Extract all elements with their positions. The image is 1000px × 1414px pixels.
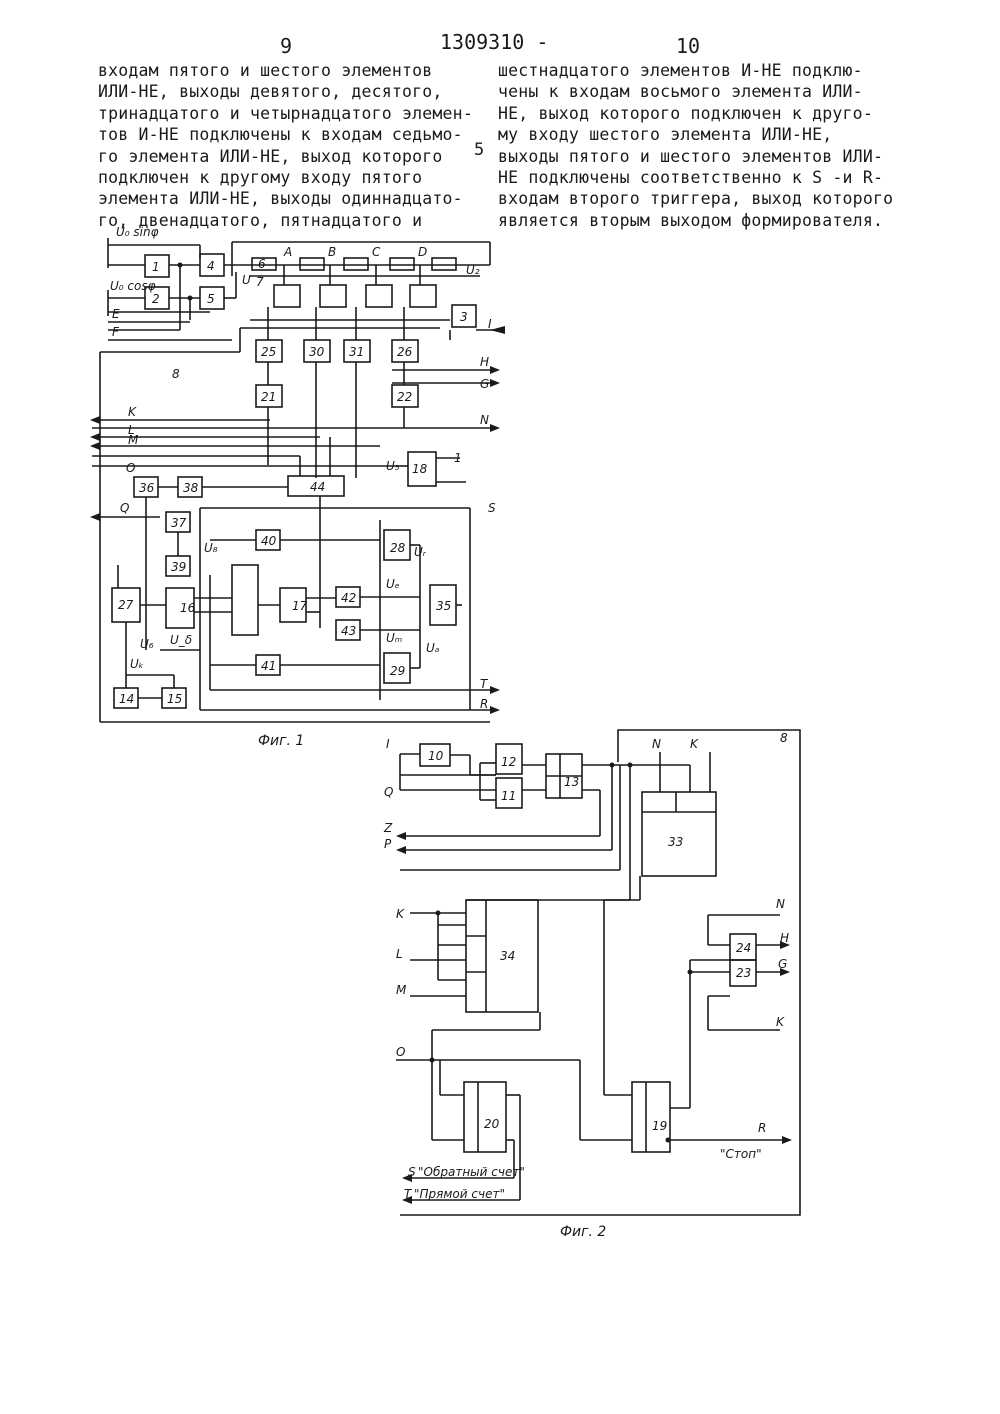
label-g: G (480, 377, 489, 391)
fig2-label-n2: N (776, 897, 785, 911)
label-t: T (480, 677, 489, 691)
block-12: 12 (501, 755, 516, 769)
block-18: 18 (412, 462, 428, 476)
fig2-reverse-count-text: "Обратный счет" (418, 1165, 525, 1179)
block-44: 44 (310, 480, 325, 494)
label-u: U (242, 273, 251, 287)
fig2-stop-text: "Стоп" (720, 1147, 762, 1161)
block-16: 16 (180, 601, 196, 615)
block-33: 33 (668, 835, 683, 849)
label-q: Q (120, 501, 129, 515)
block-21: 21 (261, 390, 276, 404)
label-i: I (488, 317, 492, 331)
label-u6: U₆ (140, 637, 154, 651)
fig2-label-k2: K (396, 907, 405, 921)
label-u5: U₅ (386, 459, 400, 473)
block-14: 14 (119, 692, 134, 706)
label-c: C (372, 245, 381, 259)
block-38: 38 (183, 481, 199, 495)
block-40: 40 (261, 534, 277, 548)
block-30: 30 (309, 345, 325, 359)
block-20: 20 (484, 1117, 500, 1131)
label-r: R (480, 697, 488, 711)
block-10: 10 (428, 749, 444, 763)
fig2-label-g: G (778, 957, 787, 971)
label-u0-sin: U₀ sinφ (116, 225, 159, 239)
label-u8: U₈ (204, 541, 218, 555)
label-f: F (112, 325, 120, 339)
fig2-label-o: O (396, 1045, 405, 1059)
block-7: 7 (256, 275, 264, 289)
block-15: 15 (167, 692, 182, 706)
fig2-label-h: H (780, 931, 789, 945)
fig2-label-k: K (690, 737, 699, 751)
fig2-forward-count-text: "Прямой счет" (414, 1187, 505, 1201)
figure-1-caption: Фиг. 1 (258, 733, 304, 749)
label-um: Uₘ (386, 631, 402, 645)
block-29: 29 (390, 664, 405, 678)
block-17: 17 (292, 599, 308, 613)
block-24: 24 (736, 941, 751, 955)
label-s: S (488, 501, 496, 515)
block-23: 23 (736, 966, 751, 980)
label-u0-cos: U₀ cosφ (110, 279, 156, 293)
label-o: O (126, 461, 135, 475)
block-1: 1 (152, 260, 160, 274)
figure-2-caption: Фиг. 2 (560, 1224, 606, 1240)
block-8: 8 (172, 367, 180, 381)
block-35: 35 (436, 599, 451, 613)
block-2: 2 (152, 292, 160, 306)
block-34: 34 (500, 949, 515, 963)
fig2-label-s: S (408, 1165, 416, 1179)
block-36: 36 (139, 481, 155, 495)
block-4: 4 (207, 259, 215, 273)
block-31: 31 (349, 345, 364, 359)
block-5: 5 (207, 292, 215, 306)
fig2-label-z: Z (383, 821, 393, 835)
label-b: B (328, 245, 336, 259)
figure-1-diagram (92, 238, 505, 722)
block-8-fig2: 8 (780, 731, 788, 745)
label-k: K (128, 405, 137, 419)
block-11: 11 (501, 789, 516, 803)
block-37: 37 (171, 516, 187, 530)
label-ua: Uₐ (426, 641, 440, 655)
fig2-label-m: M (396, 983, 407, 997)
block-27: 27 (118, 598, 134, 612)
label-a: A (283, 245, 292, 259)
block-25: 25 (261, 345, 276, 359)
label-uk: Uₖ (130, 657, 144, 671)
fig2-label-k3: K (776, 1015, 785, 1029)
block-6: 6 (258, 257, 266, 271)
label-ue: Uₑ (386, 577, 400, 591)
label-e: E (112, 307, 120, 321)
block-42: 42 (341, 591, 356, 605)
fig2-label-i: I (386, 737, 390, 751)
label-u2: U₂ (466, 263, 480, 277)
label-m: M (128, 433, 139, 447)
fig2-label-n: N (652, 737, 661, 751)
label-n: N (480, 413, 489, 427)
block-22: 22 (397, 390, 412, 404)
block-43: 43 (341, 624, 356, 638)
block-13: 13 (564, 775, 579, 789)
fig2-label-r: R (758, 1121, 766, 1135)
label-ud: U_δ (170, 633, 192, 647)
label-ur: Uᵣ (414, 545, 427, 559)
label-d: D (418, 245, 427, 259)
block-3: 3 (460, 310, 468, 324)
block-39: 39 (171, 560, 186, 574)
fig2-label-l: L (396, 947, 403, 961)
block-26: 26 (397, 345, 413, 359)
block-19: 19 (652, 1119, 667, 1133)
fig2-label-q: Q (384, 785, 393, 799)
fig2-label-p: P (384, 837, 392, 851)
block-28: 28 (390, 541, 406, 555)
label-one: 1 (454, 451, 462, 465)
label-h: H (480, 355, 489, 369)
block-41: 41 (261, 659, 276, 673)
